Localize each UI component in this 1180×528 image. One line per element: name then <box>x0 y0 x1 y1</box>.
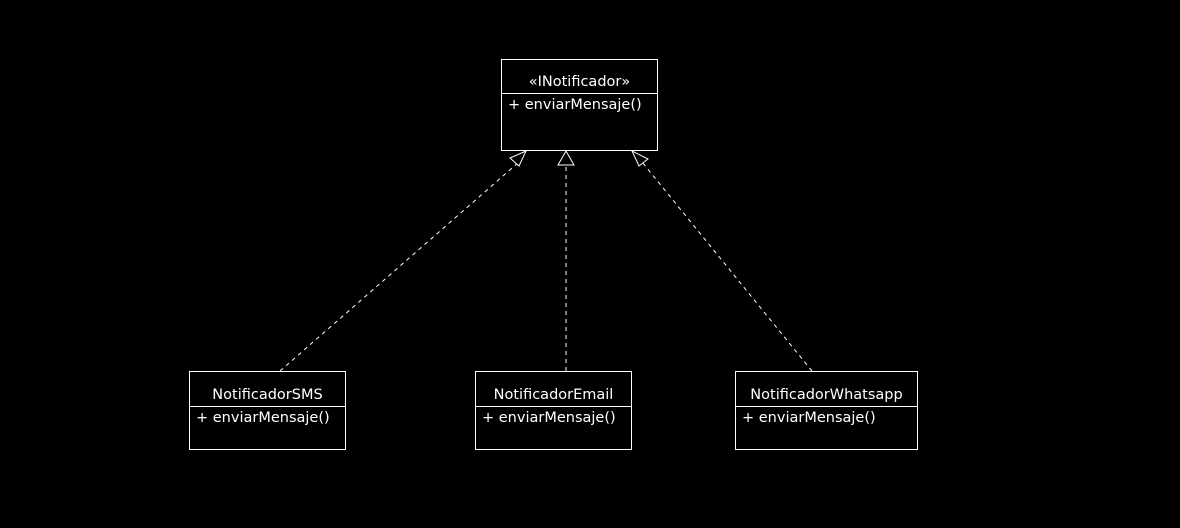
class-name: NotificadorWhatsapp <box>736 372 917 407</box>
class-name: NotificadorSMS <box>190 372 345 407</box>
realization-arrowhead-sms <box>509 150 528 167</box>
class-box-notificador-sms[interactable]: NotificadorSMS + enviarMensaje() <box>189 371 346 450</box>
class-name: NotificadorEmail <box>476 372 631 407</box>
realization-arrowhead-whatsapp <box>630 149 649 167</box>
interface-name: «INotificador» <box>502 60 657 94</box>
class-method: + enviarMensaje() <box>196 410 330 426</box>
realization-line-whatsapp <box>641 161 813 372</box>
realization-line-sms <box>279 161 520 372</box>
interface-method: + enviarMensaje() <box>508 97 642 113</box>
realization-arrowhead-email <box>557 149 575 166</box>
class-method: + enviarMensaje() <box>742 410 876 426</box>
interface-box-inotificador[interactable]: «INotificador» + enviarMensaje() <box>501 59 658 151</box>
class-box-notificador-whatsapp[interactable]: NotificadorWhatsapp + enviarMensaje() <box>735 371 918 450</box>
class-method: + enviarMensaje() <box>482 410 616 426</box>
class-box-notificador-email[interactable]: NotificadorEmail + enviarMensaje() <box>475 371 632 450</box>
